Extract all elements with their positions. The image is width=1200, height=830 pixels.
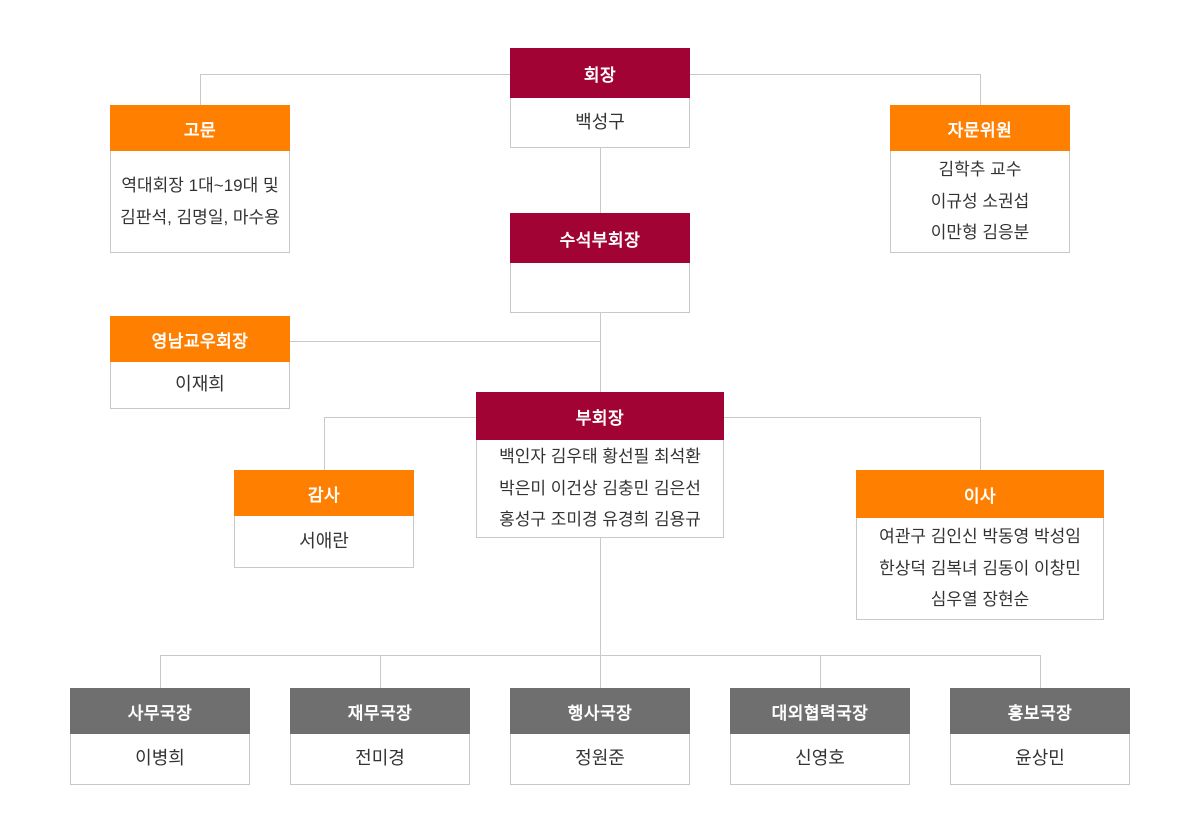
member-name: 윤상민 (1015, 748, 1065, 769)
org-node-directors: 이사 여관구 김인신 박동영 박성임 한상덕 김복녀 김동이 이창민 심우열 장… (856, 470, 1104, 620)
connector-to-auditor-horizontal (324, 417, 477, 418)
member-names: 이만형 김응분 (930, 223, 1030, 243)
node-title: 재무국장 (290, 688, 470, 734)
connector-to-events-director (600, 655, 601, 688)
node-title: 영남교우회장 (110, 316, 290, 362)
connector-chairman-to-seniorvp (600, 148, 601, 213)
member-name: 백성구 (575, 111, 625, 132)
member-names: 백인자 김우태 황선필 최석환 (499, 447, 701, 467)
member-names: 역대회장 1대~19대 및 (121, 176, 279, 196)
node-title: 사무국장 (70, 688, 250, 734)
node-title: 회장 (510, 48, 690, 98)
node-title: 이사 (856, 470, 1104, 518)
member-name: 신영호 (795, 748, 845, 769)
org-node-finance-director: 재무국장 전미경 (290, 688, 470, 785)
member-names: 한상덕 김복녀 김동이 이창민 (879, 558, 1081, 578)
connector-to-directors-horizontal (723, 417, 980, 418)
member-name: 이재희 (175, 374, 225, 395)
member-names: 여관구 김인신 박동영 박성임 (879, 527, 1081, 547)
connector-to-directors-vertical (980, 417, 981, 470)
node-title: 홍보국장 (950, 688, 1130, 734)
node-title: 자문위원 (890, 105, 1070, 151)
empty-body (510, 263, 690, 313)
member-names: 심우열 장현순 (930, 590, 1030, 610)
connector-to-advisors (200, 74, 201, 105)
org-node-events-director: 행사국장 정원준 (510, 688, 690, 785)
member-names: 김학추 교수 (938, 160, 1022, 180)
connector-to-auditor-vertical (324, 417, 325, 470)
org-node-yeongnam-alumni-president: 영남교우회장 이재희 (110, 316, 290, 409)
member-names: 홍성구 조미경 유경희 김용규 (499, 510, 701, 530)
connector-to-external-cooperation-director (820, 655, 821, 688)
member-name: 이병희 (135, 748, 185, 769)
connector-to-yeongnam (290, 341, 600, 342)
node-title: 감사 (234, 470, 414, 516)
connector-to-secretary-general (160, 655, 161, 688)
org-node-advisory-committee: 자문위원 김학추 교수 이규성 소권섭 이만형 김응분 (890, 105, 1070, 253)
member-name: 서애란 (299, 530, 349, 551)
connector-to-pr-director (1040, 655, 1041, 688)
org-node-chairman: 회장 백성구 (510, 48, 690, 148)
org-node-pr-director: 홍보국장 윤상민 (950, 688, 1130, 785)
member-name: 정원준 (575, 748, 625, 769)
connector-vicechair-down (600, 538, 601, 655)
member-names: 이규성 소권섭 (930, 191, 1030, 211)
org-node-external-cooperation-director: 대외협력국장 신영호 (730, 688, 910, 785)
org-node-auditor: 감사 서애란 (234, 470, 414, 568)
node-title: 대외협력국장 (730, 688, 910, 734)
connector-to-advisory-committee (980, 74, 981, 105)
member-names: 박은미 이건상 김충민 김은선 (499, 478, 701, 498)
org-node-senior-vice-chairman: 수석부회장 (510, 213, 690, 313)
org-node-advisors: 고문 역대회장 1대~19대 및 김판석, 김명일, 마수용 (110, 105, 290, 253)
org-node-vice-chairman: 부회장 백인자 김우태 황선필 최석환 박은미 이건상 김충민 김은선 홍성구 … (476, 392, 724, 538)
node-title: 고문 (110, 105, 290, 151)
member-name: 전미경 (355, 748, 405, 769)
node-title: 부회장 (476, 392, 724, 440)
connector-to-finance-director (380, 655, 381, 688)
node-title: 수석부회장 (510, 213, 690, 263)
node-title: 행사국장 (510, 688, 690, 734)
org-node-secretary-general: 사무국장 이병희 (70, 688, 250, 785)
connector-seniorvp-to-vicechair (600, 313, 601, 392)
member-names: 김판석, 김명일, 마수용 (120, 207, 280, 227)
